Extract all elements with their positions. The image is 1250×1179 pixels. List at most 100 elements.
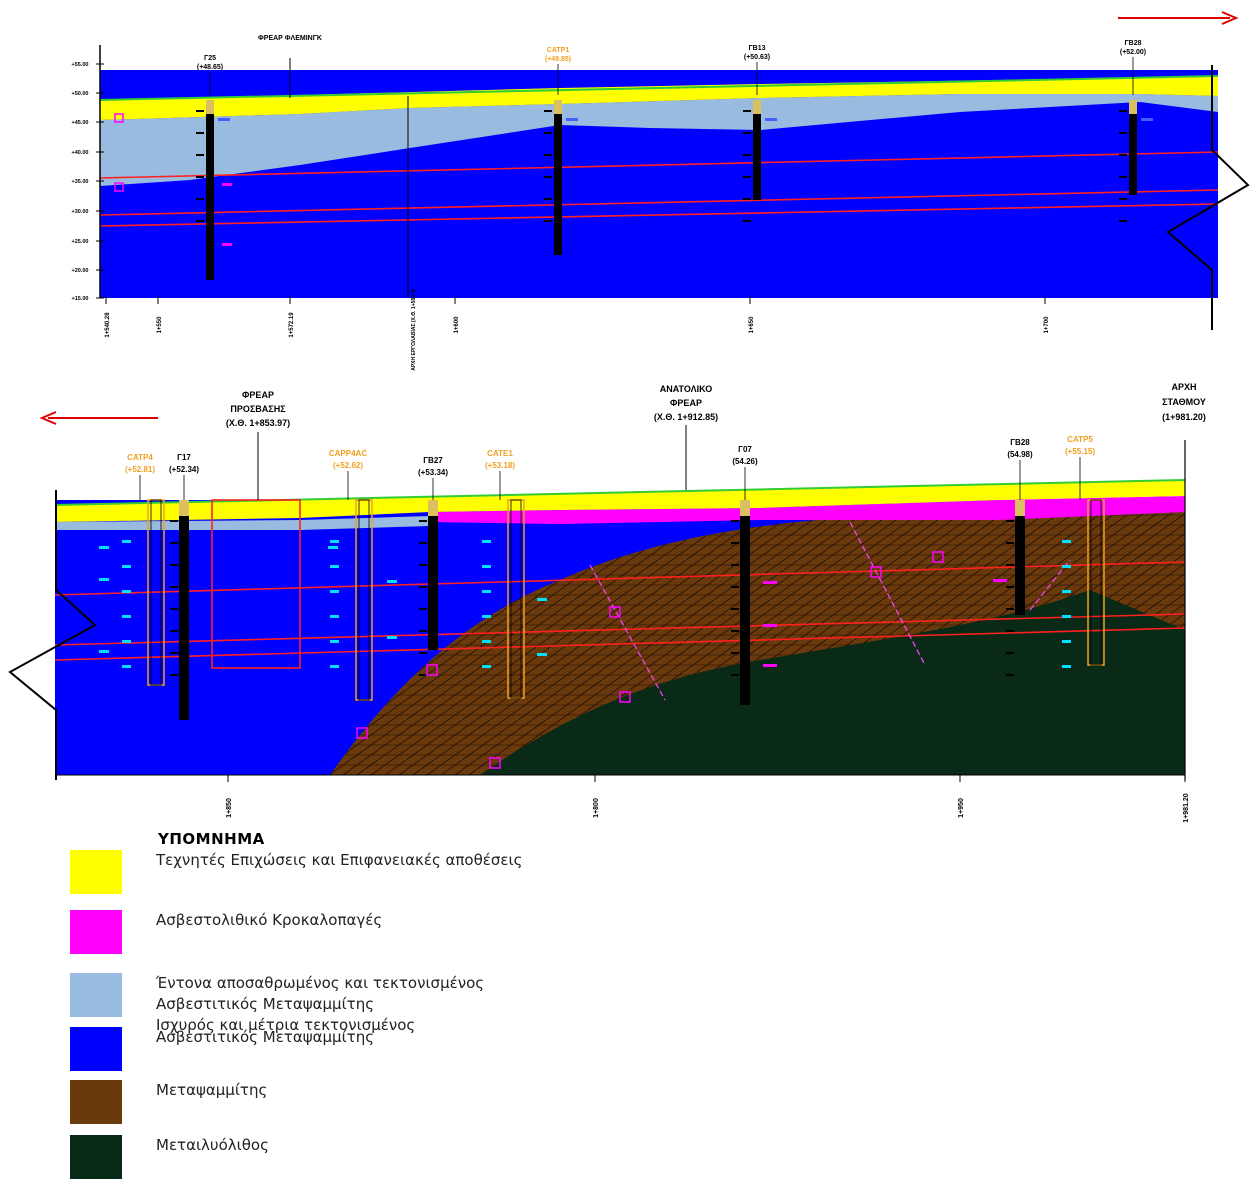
chainage-label: 1+950 xyxy=(958,798,965,818)
borehole-ΓΒ27: ΓΒ27 (+53.34) xyxy=(418,456,448,676)
legend-swatch xyxy=(70,850,122,894)
chainage-label: 1+650 xyxy=(749,316,755,334)
borehole-Γ07: Γ07(54.26) xyxy=(731,445,758,705)
stratum-fill-bottom xyxy=(55,480,1185,522)
legend-item: Μεταψαμμίτης xyxy=(70,1080,267,1124)
borehole-ΓΒ28: ΓΒ28 (+52.00) xyxy=(1119,40,1153,222)
legend-label: Ασβεστολιθικό Κροκαλοπαγές xyxy=(156,911,383,929)
chainage-label: 1+600 xyxy=(454,316,460,334)
elevation-label: +50.00 xyxy=(72,91,89,97)
borehole-elevation: (+52.34) xyxy=(169,465,199,474)
legend-swatch xyxy=(70,1080,122,1124)
borehole-id: ΓΒ28 xyxy=(1010,438,1030,447)
chainage-label: 1+700 xyxy=(1044,316,1050,334)
section-break-left-icon xyxy=(8,490,97,780)
borehole-CAPP4AC: CAPP4AC (+52.62) xyxy=(329,449,373,701)
borehole-elevation: (+49.85) xyxy=(545,56,571,63)
chainage-label: 1+540.28 xyxy=(105,312,111,338)
elevation-label: +40.00 xyxy=(72,150,89,156)
borehole-id: Γ25 xyxy=(204,55,216,62)
chainage-label: 1+981.20 xyxy=(1183,793,1190,822)
borehole-id: CAPP4AC xyxy=(329,449,367,458)
borehole-log xyxy=(428,500,438,650)
stratum-fill xyxy=(100,76,1218,120)
borehole-log xyxy=(179,500,189,720)
direction-arrow-right-icon xyxy=(1118,11,1239,25)
direction-arrow-left-icon xyxy=(39,411,158,425)
borehole-log xyxy=(206,100,214,280)
top-section: +55.00 +50.00 +45.00 +40.00 +35.00 +30.00 +25.… xyxy=(72,11,1250,371)
borehole-Γ25: Γ25 (+48.65) xyxy=(196,55,230,280)
borehole-ΓΒ13: ΓΒ13 (+50.63) xyxy=(743,45,777,222)
borehole-elevation: (+52.62) xyxy=(333,461,363,470)
borehole-log xyxy=(554,100,562,255)
borehole-log xyxy=(1015,500,1025,615)
borehole-CATP1: CATP1(+49.85) xyxy=(544,47,578,255)
elevation-label: +30.00 xyxy=(72,209,89,215)
borehole-elevation: (+52.81) xyxy=(125,465,155,474)
elevation-label: +20.00 xyxy=(72,268,89,274)
borehole-id: ΓΒ13 xyxy=(748,45,765,52)
borehole-CATP4: CATP4 (+52.81) xyxy=(122,453,165,686)
borehole-id: CATP4 xyxy=(127,453,153,462)
chainage-label: 1+572.19 xyxy=(289,312,295,338)
legend-label: Μεταιλυόλιθος xyxy=(156,1136,269,1154)
chainage-axis-bottom: 1+850 1+800 1+950 1+981.20 xyxy=(226,775,1190,823)
borehole-Γ17: Γ17 (+52.34) xyxy=(169,453,199,720)
legend-swatch xyxy=(70,973,122,1017)
elevation-label: +45.00 xyxy=(72,120,89,126)
borehole-elevation: (+55.15) xyxy=(1065,447,1095,456)
elevation-label: +25.00 xyxy=(72,239,89,245)
stratum-weathered-metasandstone xyxy=(100,94,1218,186)
legend-item: Έντονα αποσαθρωμένος και τεκτονισμένος Α… xyxy=(70,973,484,1036)
legend-label: Μεταψαμμίτης xyxy=(156,1081,268,1099)
elevation-axis: +55.00 +50.00 +45.00 +40.00 +35.00 +30.00 +25.… xyxy=(72,62,104,302)
borehole-id: ΓΒ27 xyxy=(423,456,443,465)
stratum-conglomerate xyxy=(430,496,1185,524)
borehole-elevation: (+50.63) xyxy=(744,54,770,61)
borehole-id: Γ17 xyxy=(177,453,191,462)
borehole-log xyxy=(740,500,750,705)
chainage-label: 1+550 xyxy=(157,316,163,334)
stratum-metasiltstone xyxy=(480,590,1185,775)
legend-title: ΥΠΟΜΝΗΜΑ xyxy=(158,830,265,848)
elevation-label: +55.00 xyxy=(72,62,89,68)
borehole-elevation: (+53.18) xyxy=(485,461,515,470)
legend-item: Τεχνητές Επιχώσεις και Επιφανειακές αποθ… xyxy=(70,850,522,894)
legend-label: Ασβεστιτικός Μεταψαμμίτης xyxy=(156,1028,375,1046)
borehole-id: CATE1 xyxy=(487,449,513,458)
top-boreholes: Γ25 (+48.65) CATP1(+49.85) ΓΒ13 (+50.63) ΓΒ28… xyxy=(114,40,1153,280)
legend-label: Έντονα αποσαθρωμένος και τεκτονισμένος Α… xyxy=(156,974,485,1034)
borehole-elevation: (+52.00) xyxy=(1120,49,1146,56)
section-break-icon xyxy=(1166,65,1250,330)
borehole-ΓΒ28: ΓΒ28 (54.98) xyxy=(1006,438,1033,676)
borehole-elevation: (+53.34) xyxy=(418,468,448,477)
legend-label: Τεχνητές Επιχώσεις και Επιφανειακές αποθ… xyxy=(156,851,523,869)
borehole-elevation: (+48.65) xyxy=(197,64,223,71)
chainage-label: 1+850 xyxy=(226,798,233,818)
legend-swatch xyxy=(70,1027,122,1071)
borehole-log xyxy=(753,100,761,200)
elevation-label: +15.00 xyxy=(72,296,89,302)
chainage-label: 1+800 xyxy=(593,798,600,818)
access-shaft-outline xyxy=(211,499,301,669)
elevation-label: +35.00 xyxy=(72,179,89,185)
bottom-boreholes: CATP4 (+52.81) Γ17 (+52.34) CAPP4AC (+52.62) Γ… xyxy=(99,435,1105,769)
borehole-id: ΓΒ28 xyxy=(1124,40,1141,47)
legend-item: Ασβεστιτικός Μεταψαμμίτης xyxy=(70,1027,374,1071)
borehole-id: CATP5 xyxy=(1067,435,1093,444)
borehole-elevation: (54.26) xyxy=(732,457,758,466)
borehole-elevation: (54.98) xyxy=(1007,450,1033,459)
legend-item: Ασβεστολιθικό Κροκαλοπαγές xyxy=(70,910,382,954)
legend-swatch xyxy=(70,910,122,954)
borehole-CATE1: CATE1 (+53.18) xyxy=(482,449,525,699)
